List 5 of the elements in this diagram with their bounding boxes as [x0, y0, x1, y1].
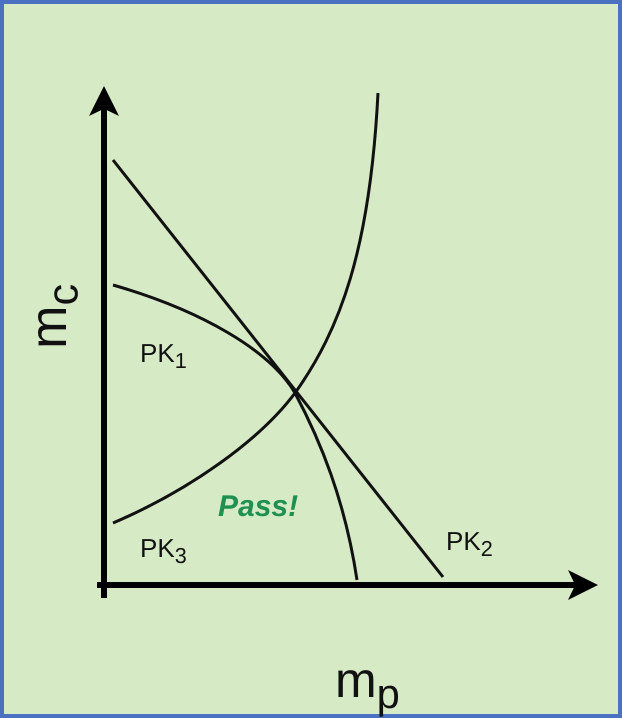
axis-label: m$_{p}$ — [335, 655, 400, 715]
annotation: Pass! — [218, 492, 298, 522]
curve-label: PK$_{3}$ — [140, 535, 187, 567]
curve-label: PK$_{2}$ — [446, 528, 493, 560]
curve-label: PK$_{1}$ — [140, 340, 187, 372]
